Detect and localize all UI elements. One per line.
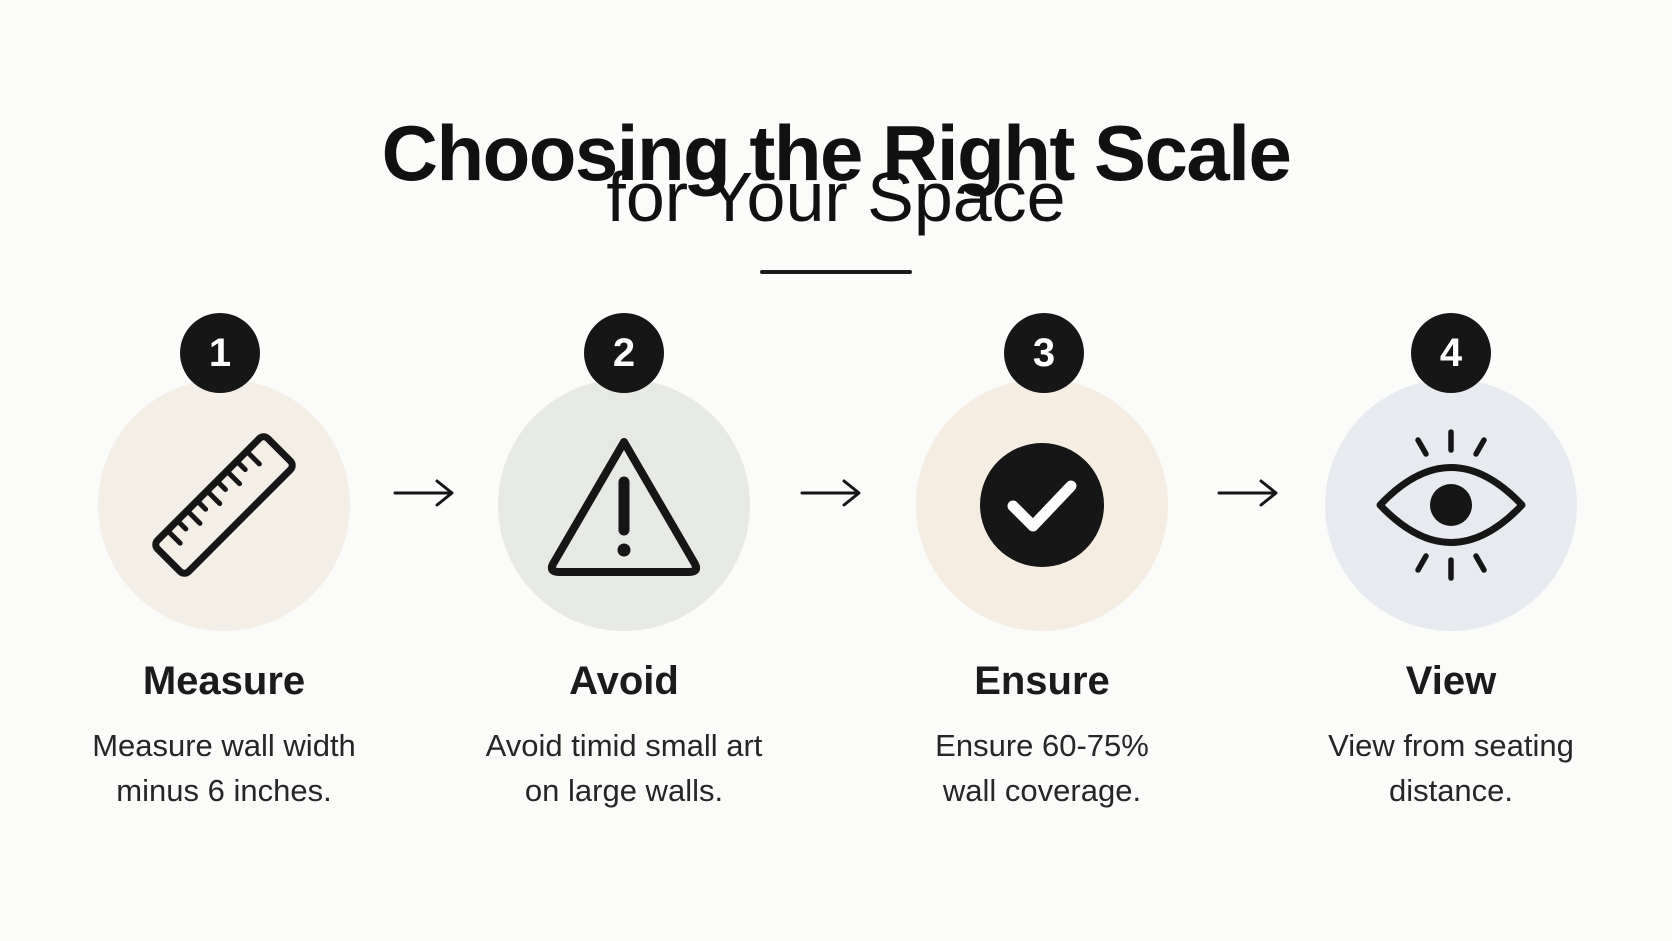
step-icon-circle — [498, 379, 750, 631]
step-title: View — [1405, 659, 1497, 703]
step-description: Ensure 60-75% wall coverage. — [872, 723, 1212, 813]
step-title: Measure — [142, 659, 306, 703]
step-icon-circle — [98, 379, 350, 631]
step-description-line: Avoid timid small art — [485, 728, 763, 763]
step-number-badge: 3 — [1004, 313, 1084, 393]
step-icon-circle — [1325, 379, 1577, 631]
step-number-badge: 1 — [180, 313, 260, 393]
step-title: Ensure — [974, 659, 1110, 703]
step-description-line: View from seating — [1328, 728, 1574, 763]
title-line-2: for Your Space — [606, 158, 1066, 236]
step-description-line: Ensure 60-75% — [935, 728, 1149, 763]
step-description-line: minus 6 inches. — [116, 773, 332, 808]
arrow-right-icon — [800, 479, 861, 507]
arrow-right-icon — [393, 479, 454, 507]
step-description: Measure wall width minus 6 inches. — [54, 723, 394, 813]
arrow-right-icon — [1217, 479, 1278, 507]
step-description-line: distance. — [1388, 773, 1514, 808]
step-description: View from seating distance. — [1281, 723, 1621, 813]
step-description: Avoid timid small art on large walls. — [454, 723, 794, 813]
step-description-line: on large walls. — [524, 773, 724, 808]
step-icon-circle — [916, 379, 1168, 631]
step-number-badge: 4 — [1411, 313, 1491, 393]
step-description-line: wall coverage. — [942, 773, 1142, 808]
step-description-line: Measure wall width — [92, 728, 356, 763]
eye-icon — [1376, 429, 1526, 581]
title-line-1: Choosing the Right Scale — [381, 109, 1292, 198]
step-title: Avoid — [569, 659, 679, 703]
warning-icon — [547, 438, 701, 576]
ruler-icon — [152, 433, 296, 577]
checkmark-icon — [980, 443, 1104, 567]
step-number-badge: 2 — [584, 313, 664, 393]
title-divider — [760, 270, 912, 274]
